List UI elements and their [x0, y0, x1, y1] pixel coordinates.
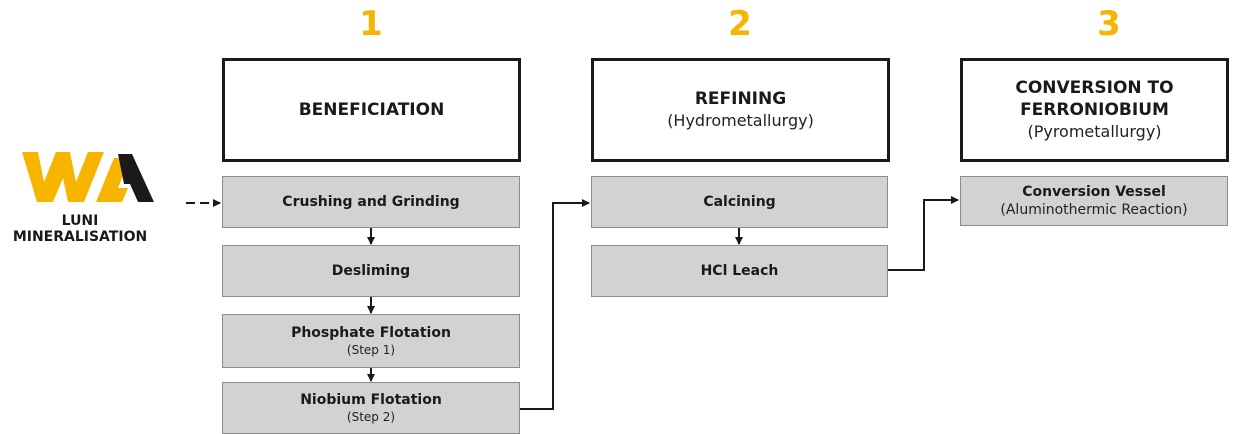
process-niobium-flotation: Niobium Flotation (Step 2)	[222, 382, 520, 434]
header-subtitle: (Hydrometallurgy)	[667, 111, 814, 130]
process-title: Conversion Vessel	[1022, 184, 1166, 200]
header-title: BENEFICIATION	[298, 100, 445, 120]
process-phosphate-flotation: Phosphate Flotation (Step 1)	[222, 314, 520, 368]
process-title: Phosphate Flotation	[291, 325, 451, 341]
process-title: Calcining	[703, 194, 776, 210]
process-title: Crushing and Grinding	[282, 194, 460, 210]
header-title: REFINING	[694, 89, 787, 109]
process-calcining: Calcining	[591, 176, 888, 228]
header-subtitle: (Pyrometallurgy)	[1027, 122, 1162, 141]
arrow-hcl-to-conversion	[888, 196, 959, 271]
process-hcl-leach: HCl Leach	[591, 245, 888, 297]
header-title-line1: CONVERSION TO	[1015, 78, 1174, 98]
process-subtitle: (Aluminothermic Reaction)	[1000, 202, 1188, 218]
process-crushing-grinding: Crushing and Grinding	[222, 176, 520, 228]
step-number-3: 3	[1097, 4, 1121, 44]
process-title: Desliming	[331, 263, 411, 279]
step-number-1: 1	[359, 4, 383, 44]
header-refining: REFINING (Hydrometallurgy)	[591, 58, 890, 162]
arrow-niobium-to-calcining	[520, 199, 590, 410]
step-number-2: 2	[728, 4, 752, 44]
logo-line2: MINERALISATION	[12, 229, 148, 245]
wa-logo-icon	[22, 152, 154, 202]
logo-line1: LUNI	[61, 213, 99, 229]
process-title: HCl Leach	[700, 263, 779, 279]
process-conversion-vessel: Conversion Vessel (Aluminothermic Reacti…	[960, 176, 1228, 226]
process-desliming: Desliming	[222, 245, 520, 297]
header-conversion: CONVERSION TO FERRONIOBIUM (Pyrometallur…	[960, 58, 1229, 162]
process-title: Niobium Flotation	[300, 392, 442, 408]
header-title-line2: FERRONIOBIUM	[1020, 100, 1169, 120]
header-beneficiation: BENEFICIATION	[222, 58, 521, 162]
process-subtitle: (Step 1)	[346, 343, 396, 357]
process-subtitle: (Step 2)	[346, 410, 396, 424]
